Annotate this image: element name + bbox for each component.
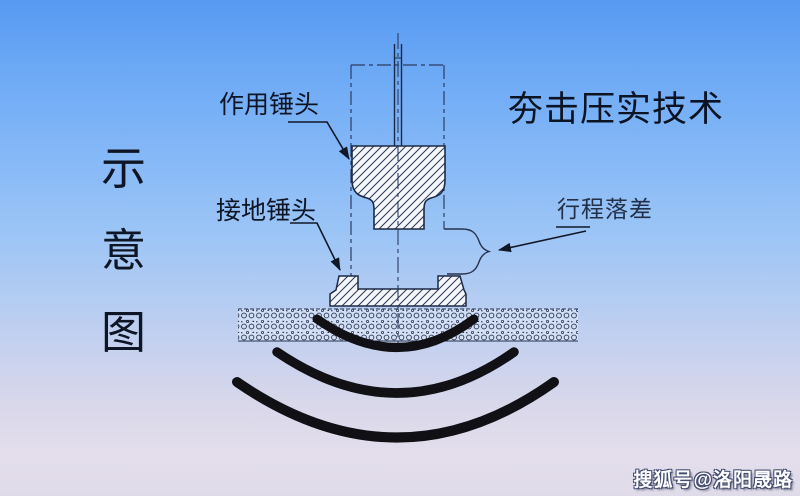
side-label-schematic: 示 意 图: [101, 147, 146, 356]
stroke-drop-brace: [444, 228, 492, 275]
callout-upper-hammer: 作用锤头: [219, 92, 320, 119]
side-label-char: 意: [101, 226, 147, 276]
shock-wave-arc-2: [272, 347, 519, 398]
watermark: 搜狐号@洛阳晟路: [633, 470, 793, 491]
side-label-char: 图: [101, 308, 147, 358]
leader-arrow-lower-hammer: [290, 222, 341, 271]
hammer-rod: [393, 44, 403, 146]
callout-lower-hammer: 接地锤头: [216, 198, 317, 225]
side-label-char: 示: [101, 144, 147, 194]
shock-wave-arcs: [232, 314, 559, 443]
leader-arrow-stroke-drop: [497, 230, 587, 253]
leader-arrow-upper-hammer: [288, 121, 350, 160]
page-title: 夯击压实技术: [508, 90, 725, 129]
ground-layer: [238, 308, 578, 342]
callout-stroke-drop: 行程落差: [557, 197, 653, 222]
shock-wave-arc-1: [312, 314, 479, 352]
leader-arrows: [288, 121, 590, 271]
shock-wave-arc-3: [232, 377, 559, 443]
